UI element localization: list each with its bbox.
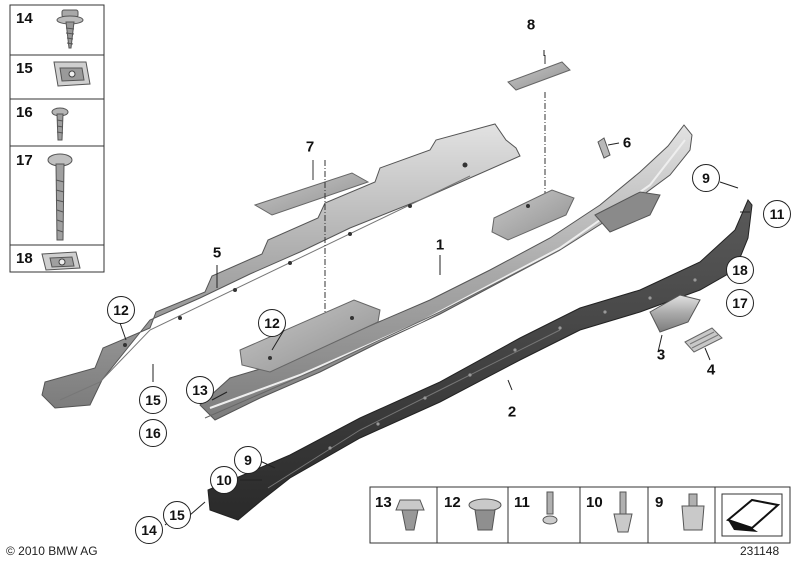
rivet-11-icon (542, 491, 558, 525)
plate-part-8 (507, 55, 571, 210)
circled-callout-15: 15 (139, 386, 167, 414)
diagram-id: 231148 (740, 544, 780, 558)
spring-nut-icon (41, 251, 81, 271)
cover-part-3 (649, 294, 701, 333)
grille-part-4 (684, 327, 723, 353)
left-panel-label-16: 16 (16, 104, 33, 121)
circled-callout-17: 17 (726, 289, 754, 317)
trim-part-2 (207, 199, 753, 521)
orientation-arrow-icon (721, 493, 783, 537)
circled-callout-9: 9 (692, 164, 720, 192)
fastener-label-10: 10 (586, 494, 603, 511)
long-screw-icon (47, 153, 73, 241)
circled-callout-10: 10 (210, 466, 238, 494)
circled-callout-14: 14 (135, 516, 163, 544)
left-parts-panel (9, 4, 105, 273)
circled-callout-13: 13 (186, 376, 214, 404)
callout-7: 7 (305, 138, 315, 156)
clip-12-icon (468, 498, 502, 531)
circled-callout-12-second: 12 (258, 309, 286, 337)
pin-part-6 (597, 137, 611, 159)
circled-callout-12: 12 (107, 296, 135, 324)
circled-callout-11: 11 (763, 200, 791, 228)
callout-2: 2 (507, 403, 517, 421)
fastener-label-12: 12 (444, 494, 461, 511)
callout-8: 8 (526, 16, 536, 34)
clip-13-icon (395, 499, 425, 531)
fastener-label-11: 11 (514, 494, 530, 511)
screw-washer-icon (56, 9, 84, 49)
circled-callout-9-second: 9 (234, 446, 262, 474)
circled-callout-16: 16 (139, 419, 167, 447)
rivet-10-icon (613, 491, 633, 533)
callout-1: 1 (435, 236, 445, 254)
fastener-label-9: 9 (655, 494, 664, 511)
clip-nut-icon (53, 61, 91, 87)
clip-9-icon (681, 493, 705, 531)
callout-4: 4 (706, 361, 716, 379)
bracket-part-5 (41, 123, 521, 409)
circled-callout-18: 18 (726, 256, 754, 284)
copyright-text: © 2010 BMW AG (6, 544, 98, 558)
left-panel-label-18: 18 (16, 250, 33, 267)
short-screw-icon (51, 107, 69, 141)
left-panel-label-14: 14 (16, 10, 33, 27)
sill-part-1 (199, 124, 693, 421)
callout-5: 5 (212, 244, 222, 262)
callout-6: 6 (622, 134, 632, 152)
callout-3: 3 (656, 346, 666, 364)
circled-callout-15-second: 15 (163, 501, 191, 529)
fastener-label-13: 13 (375, 494, 392, 511)
fastener-panel (369, 486, 791, 544)
plate-part-7 (253, 160, 370, 330)
left-panel-label-15: 15 (16, 60, 33, 77)
left-panel-label-17: 17 (16, 152, 33, 169)
